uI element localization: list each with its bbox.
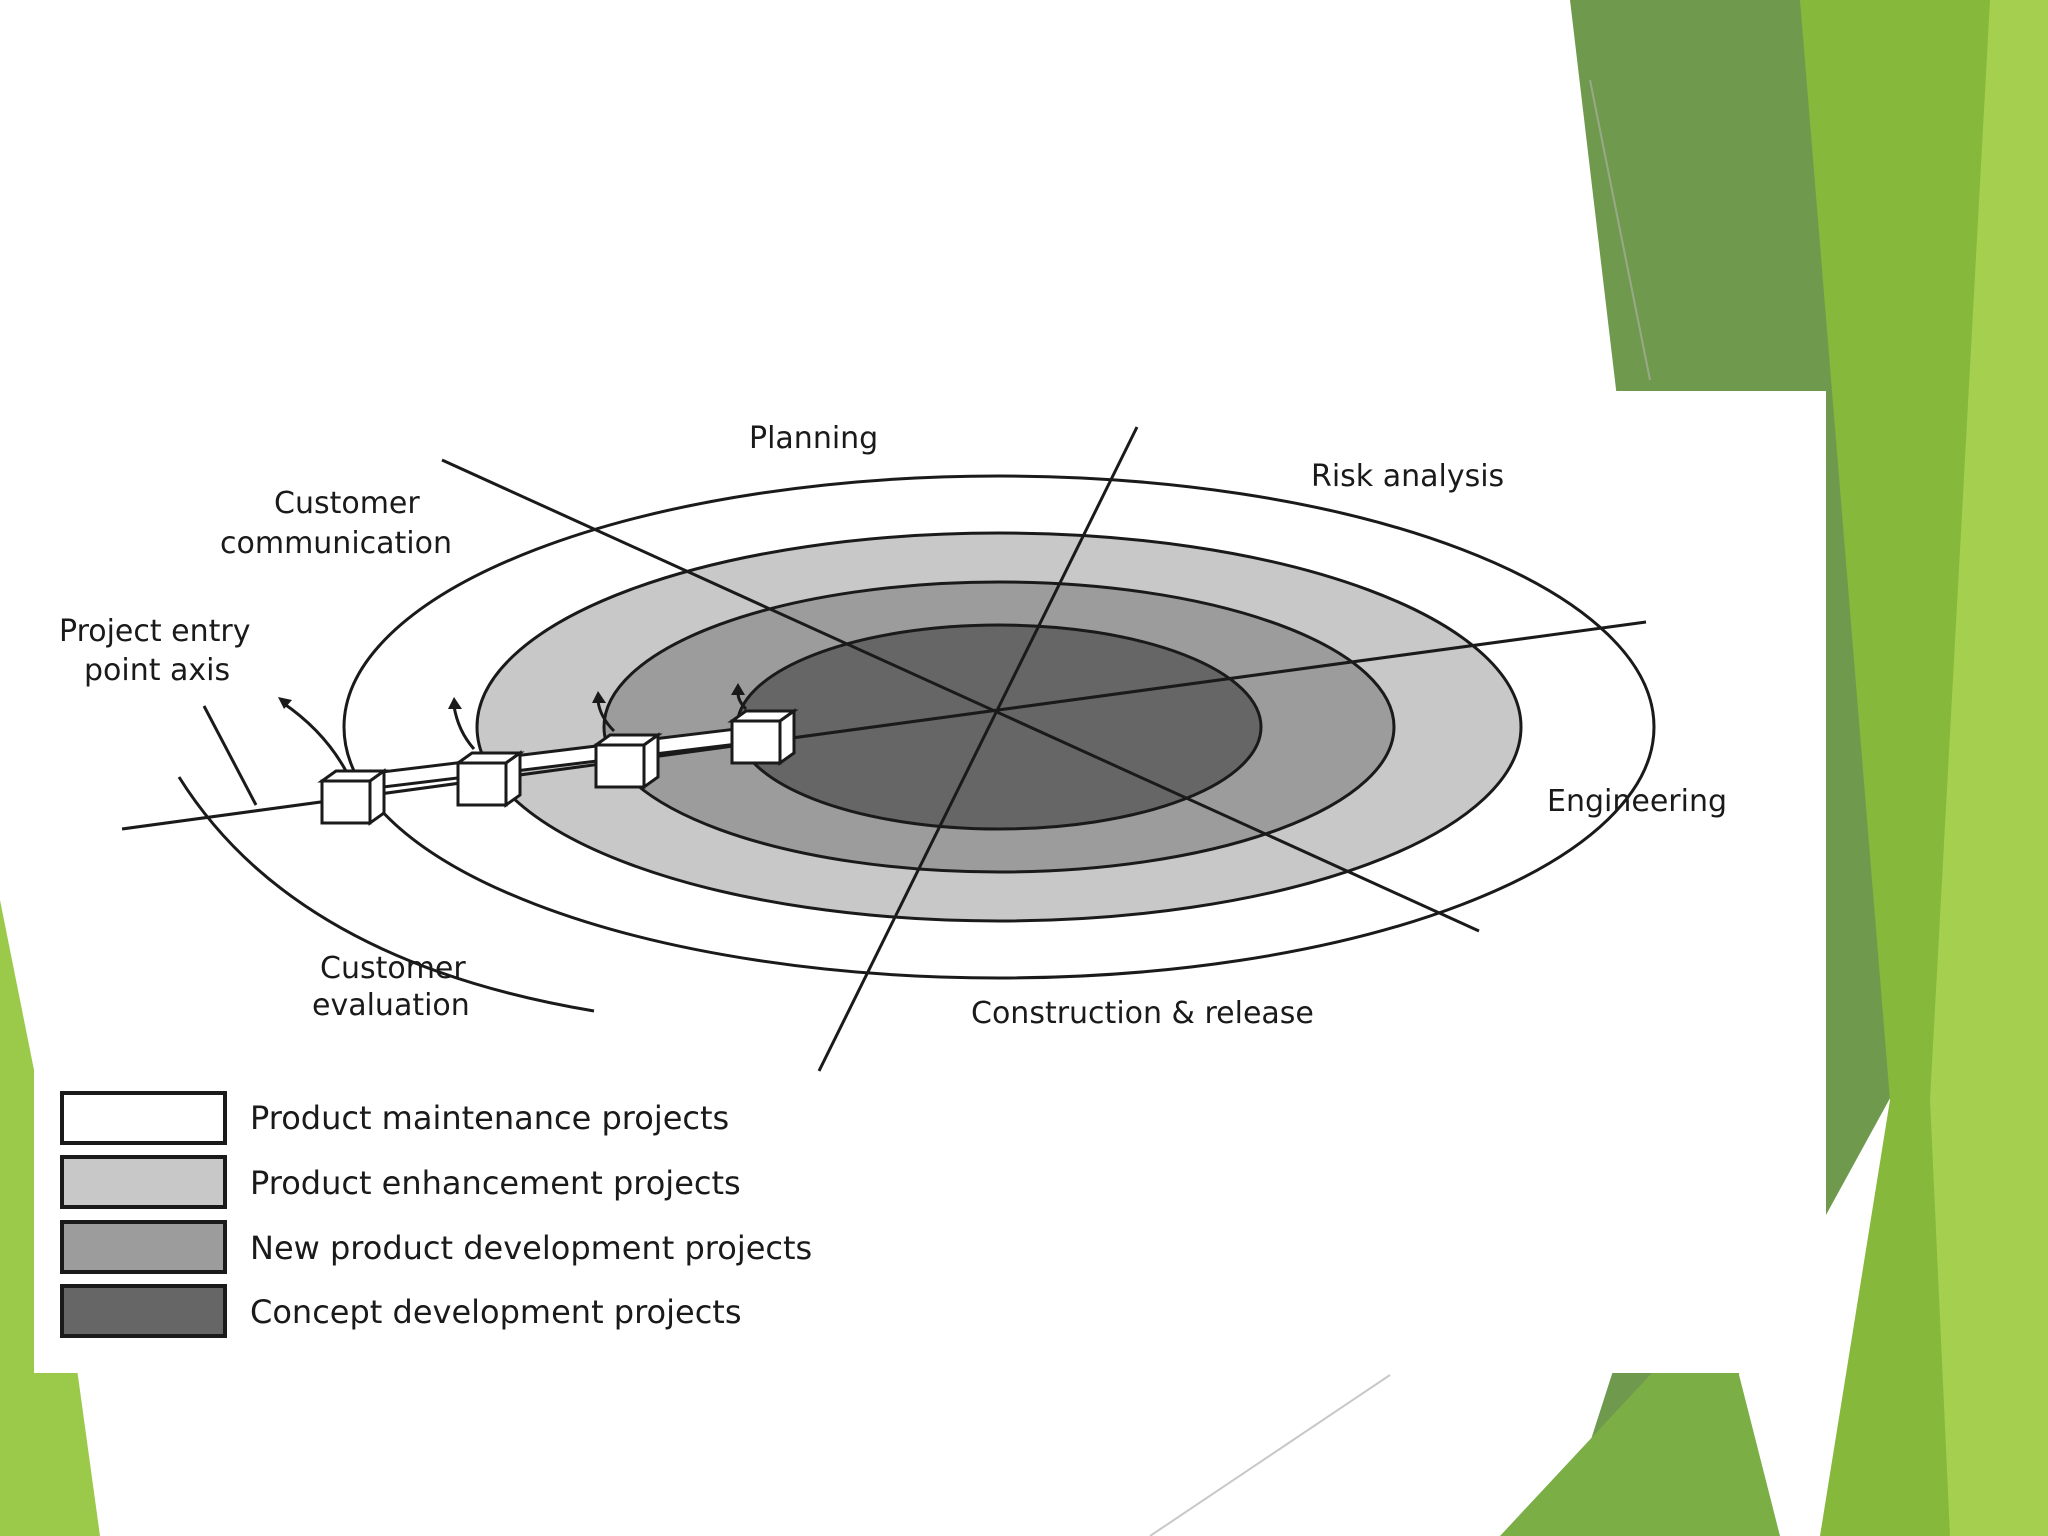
axis-planning [817,426,1139,1072]
label-planning: Planning [749,421,878,456]
arrow-up-icon [731,683,748,711]
axis-customer-communication [441,458,1480,933]
label-customer-evaluation-1: Customer [320,951,466,986]
bg-shape-light-right [1930,0,2048,1536]
figure-panel: Planning Risk analysis Customer communic… [34,391,1826,1373]
legend-item-new-product: New product development projects [60,1220,812,1274]
bg-thin-line-2 [1149,1374,1391,1536]
svg-text:Product enhancement projects: Product enhancement projects [250,1164,741,1202]
legend-item-maintenance: Product maintenance projects [60,1091,729,1145]
entry-cube-concept [727,708,799,766]
label-risk-analysis: Risk analysis [1311,459,1504,494]
legend-item-enhancement: Product enhancement projects [60,1155,741,1209]
legend: Product maintenance projects Product enh… [60,1091,812,1338]
label-construction-release: Construction & release [971,996,1314,1031]
spiral-model-diagram: Planning Risk analysis Customer communic… [59,421,1727,1338]
entry-cube-enhancement [453,750,525,808]
label-customer-evaluation-2: evaluation [312,988,470,1023]
entry-cube-new-product [591,732,663,790]
cube-connector-fill [353,729,750,789]
label-entry-axis-2: point axis [84,653,230,688]
svg-text:New product development projec: New product development projects [250,1229,812,1267]
ring-outer-arc-left [177,776,595,1013]
arrow-up-icon [448,697,476,750]
label-customer-communication-2: communication [220,526,452,561]
legend-item-concept: Concept development projects [60,1284,742,1338]
arrow-up-icon [278,697,348,772]
ring-concept [735,623,1263,831]
svg-text:Concept development projects: Concept development projects [250,1293,742,1331]
label-customer-communication-1: Customer [274,486,420,521]
svg-text:Product maintenance projects: Product maintenance projects [250,1099,729,1137]
label-engineering: Engineering [1547,784,1727,819]
arrow-up-icon [592,691,616,733]
bg-thin-line-1 [1589,79,1651,381]
entry-cube-maintenance [317,768,389,826]
label-entry-axis-1: Project entry [59,614,251,649]
axis-entry-point [202,705,258,806]
